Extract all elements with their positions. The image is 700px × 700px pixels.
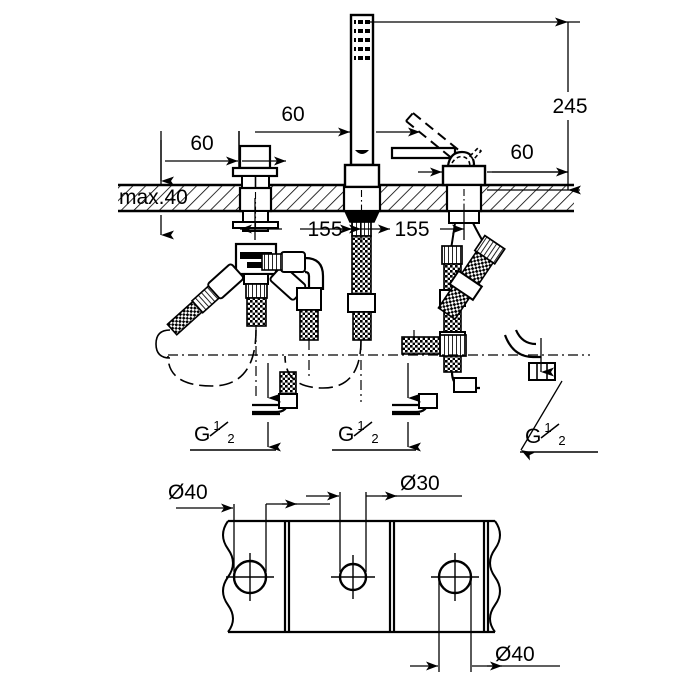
supply-elbow-middle-2 — [392, 393, 438, 416]
dimension-label-155-right: 155 — [394, 218, 429, 241]
cross-hose — [401, 334, 467, 357]
dimension-155-right — [361, 212, 465, 240]
dimension-155-left — [240, 198, 362, 240]
dimension-label-60-left: 60 — [190, 132, 213, 155]
dimension-label-155-left: 155 — [307, 218, 342, 241]
dimension-60-middle — [238, 108, 420, 168]
thread-labels: G 1 2 G 1 2 G 1 2 — [194, 418, 566, 448]
hose-routing-center-lines — [168, 326, 590, 402]
plan-label-dia30-center: Ø30 — [400, 472, 440, 495]
plan-hole-labels: Ø40 Ø30 Ø40 — [168, 472, 535, 666]
hose-routing-loops — [155, 329, 362, 389]
thread-numerator-right: 1 — [544, 420, 551, 435]
plan-holes — [226, 553, 479, 601]
g-half-leader-right — [520, 338, 598, 461]
lever-mixer — [390, 112, 556, 393]
thread-prefix-middle: G — [338, 423, 354, 446]
thread-prefix-right: G — [525, 425, 541, 448]
dimension-labels: 60 60 60 245 max.40 155 155 — [119, 95, 588, 241]
dimension-60-right — [418, 167, 568, 186]
dimension-dia30-center — [306, 491, 462, 572]
g-half-leader-middle — [332, 363, 421, 452]
dimension-label-max40: max.40 — [119, 186, 188, 209]
hand-shower — [343, 13, 381, 189]
thread-numerator-middle: 1 — [357, 418, 364, 433]
dimension-label-60-right: 60 — [510, 141, 533, 164]
left-valve-body — [166, 144, 325, 341]
plan-label-dia40-right: Ø40 — [495, 643, 535, 666]
thread-prefix-left: G — [194, 423, 210, 446]
thread-numerator-left: 1 — [213, 418, 220, 433]
supply-elbow-left — [252, 371, 298, 416]
dimension-dia40-left — [176, 499, 330, 572]
thread-label-middle: G 1 2 — [338, 418, 379, 446]
dimension-label-245: 245 — [552, 95, 587, 118]
dimension-dia40-right — [410, 581, 560, 672]
thread-label-left: G 1 2 — [194, 418, 235, 446]
thread-denominator-right: 2 — [558, 433, 565, 448]
thread-denominator-left: 2 — [227, 431, 234, 446]
thread-denominator-middle: 2 — [371, 431, 378, 446]
plan-label-dia40-left: Ø40 — [168, 481, 208, 504]
center-valve-body — [342, 185, 382, 341]
thread-label-right: G 1 2 — [525, 420, 566, 448]
dimension-label-60-middle: 60 — [281, 103, 304, 126]
dimension-245 — [370, 17, 581, 195]
g-half-leader-left — [190, 363, 281, 452]
